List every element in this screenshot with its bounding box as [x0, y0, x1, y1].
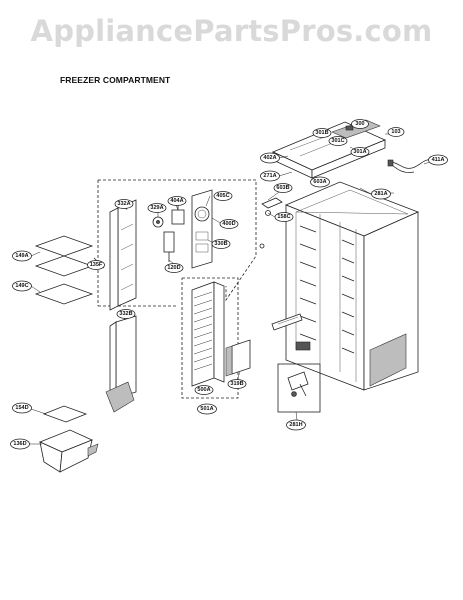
- watermark-text: AppliancePartsPros.com: [30, 14, 433, 48]
- callout-319b[interactable]: 319B: [227, 379, 247, 389]
- svg-text:329A: 329A: [150, 205, 163, 211]
- fan-shroud[interactable]: [191, 189, 213, 269]
- callout-330b[interactable]: 330B: [211, 239, 231, 249]
- svg-text:281A: 281A: [374, 191, 387, 197]
- callout-332a[interactable]: 332A: [114, 199, 134, 209]
- callout-332b[interactable]: 332B: [116, 309, 136, 319]
- svg-text:271A: 271A: [263, 173, 276, 179]
- callout-405c[interactable]: 405C: [213, 191, 233, 201]
- freezer-shelves[interactable]: [34, 235, 94, 305]
- svg-text:120D: 120D: [167, 265, 180, 271]
- svg-text:405C: 405C: [216, 193, 229, 199]
- slide-rail[interactable]: [271, 313, 303, 331]
- diagram-title: FREEZER COMPARTMENT: [60, 75, 171, 85]
- svg-text:411A: 411A: [432, 157, 445, 163]
- callout-154d[interactable]: 154D: [12, 402, 32, 414]
- svg-text:136D: 136D: [13, 441, 26, 447]
- callout-149a[interactable]: 149A: [12, 250, 32, 262]
- svg-text:332B: 332B: [119, 311, 132, 317]
- svg-text:135F: 135F: [90, 262, 103, 268]
- callout-149c[interactable]: 149C: [12, 280, 32, 292]
- callout-404a[interactable]: 404A: [167, 196, 187, 206]
- svg-text:301B: 301B: [315, 130, 328, 136]
- callout-300[interactable]: 300: [351, 119, 369, 129]
- svg-text:301C: 301C: [331, 138, 344, 144]
- callout-603a[interactable]: 603A: [310, 176, 330, 188]
- svg-text:301A: 301A: [353, 149, 366, 155]
- callout-402a[interactable]: 402A: [260, 152, 280, 164]
- callout-500a[interactable]: 500A: [194, 385, 214, 395]
- callout-301a[interactable]: 301A: [350, 147, 370, 157]
- svg-text:501A: 501A: [200, 406, 213, 412]
- callout-135f[interactable]: 135F: [87, 260, 105, 270]
- callout-501a[interactable]: 501A: [197, 403, 217, 415]
- cabinet-assembly[interactable]: [284, 181, 420, 391]
- top-cover-assembly[interactable]: [272, 119, 387, 179]
- svg-text:330B: 330B: [214, 241, 227, 247]
- callout-301b[interactable]: 301B: [312, 128, 332, 138]
- svg-text:154D: 154D: [15, 405, 28, 411]
- svg-text:500A: 500A: [197, 387, 210, 393]
- callout-603b[interactable]: 603B: [273, 183, 293, 193]
- air-duct[interactable]: [225, 339, 251, 377]
- svg-text:319B: 319B: [230, 381, 243, 387]
- evaporator-group-outline: [97, 179, 257, 307]
- svg-text:300: 300: [355, 121, 364, 127]
- svg-text:281H: 281H: [289, 422, 302, 428]
- svg-text:400D: 400D: [222, 221, 235, 227]
- diagram-note: [259, 243, 265, 249]
- evaporator-cover[interactable]: [109, 199, 137, 311]
- callout-103[interactable]: 103: [387, 127, 405, 137]
- callout-158c[interactable]: 158C: [274, 212, 294, 222]
- svg-text:603A: 603A: [313, 179, 326, 185]
- thermistor[interactable]: [163, 231, 175, 262]
- callout-301c[interactable]: 301C: [328, 136, 348, 146]
- callout-281h[interactable]: 281H: [286, 419, 306, 431]
- ice-bin[interactable]: [38, 405, 99, 473]
- svg-text:149A: 149A: [15, 253, 28, 259]
- callout-281a[interactable]: 281A: [371, 188, 391, 200]
- callout-329a[interactable]: 329A: [147, 203, 167, 213]
- svg-text:158C: 158C: [277, 214, 290, 220]
- svg-text:103: 103: [391, 129, 400, 135]
- svg-text:332A: 332A: [117, 201, 130, 207]
- fan-motor[interactable]: [152, 204, 185, 228]
- svg-text:402A: 402A: [263, 155, 276, 161]
- svg-text:149C: 149C: [15, 283, 28, 289]
- ice-chute-panel[interactable]: [105, 315, 137, 413]
- lamp-socket[interactable]: [277, 363, 321, 413]
- callout-271a[interactable]: 271A: [260, 170, 280, 182]
- evaporator-coil[interactable]: [181, 277, 239, 399]
- wire-harness[interactable]: [387, 156, 436, 173]
- callout-400d[interactable]: 400D: [219, 219, 239, 229]
- svg-text:404A: 404A: [170, 198, 183, 204]
- svg-text:603B: 603B: [276, 185, 289, 191]
- callout-411a[interactable]: 411A: [428, 154, 448, 166]
- callout-136d[interactable]: 136D: [10, 438, 30, 450]
- callout-120d[interactable]: 120D: [164, 263, 184, 273]
